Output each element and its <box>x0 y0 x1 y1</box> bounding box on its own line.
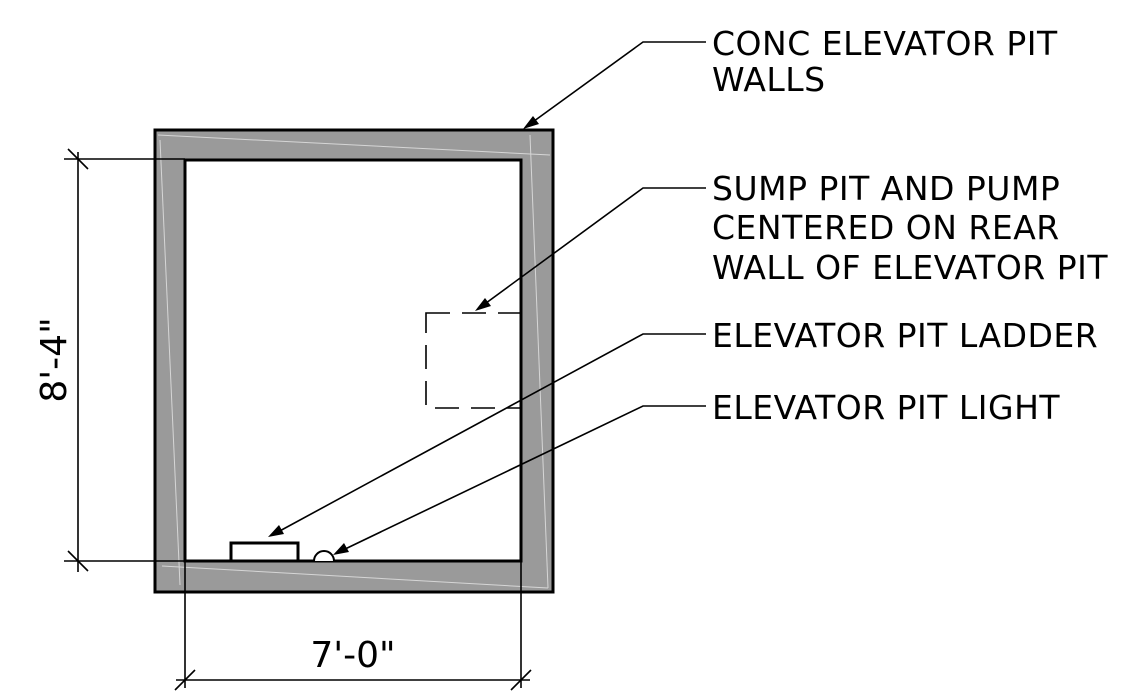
callout-sump-line-3: WALL OF ELEVATOR PIT <box>712 248 1108 287</box>
callout-ladder-line-1: ELEVATOR PIT LADDER <box>712 316 1098 355</box>
pit-ladder-symbol <box>229 541 300 563</box>
callout-sump-line-2: CENTERED ON REAR <box>712 208 1060 247</box>
leader-ladder <box>268 333 706 537</box>
height-dimension <box>64 148 185 572</box>
callout-sump-line-1: SUMP PIT AND PUMP <box>712 169 1060 208</box>
height-dimension-label: 8'-4" <box>34 317 75 402</box>
width-dimension <box>174 561 532 691</box>
callout-sump: SUMP PIT AND PUMP CENTERED ON REAR WALL … <box>712 169 1108 287</box>
pit-light-symbol <box>313 550 335 562</box>
callout-light: ELEVATOR PIT LIGHT <box>712 388 1060 427</box>
callout-walls: CONC ELEVATOR PIT WALLS <box>712 24 1069 99</box>
callout-ladder: ELEVATOR PIT LADDER <box>712 316 1098 355</box>
leader-sump <box>475 187 706 311</box>
callout-light-line-1: ELEVATOR PIT LIGHT <box>712 388 1060 427</box>
callout-walls-line-2: WALLS <box>712 60 826 99</box>
leader-light <box>333 405 706 555</box>
concrete-pit-walls <box>153 128 555 594</box>
wall-hatch-lines <box>157 134 551 589</box>
width-dimension-label: 7'-0" <box>310 635 395 676</box>
leader-walls <box>523 41 706 129</box>
sump-pit-outline <box>425 312 522 409</box>
callout-walls-line-1: CONC ELEVATOR PIT <box>712 24 1058 63</box>
